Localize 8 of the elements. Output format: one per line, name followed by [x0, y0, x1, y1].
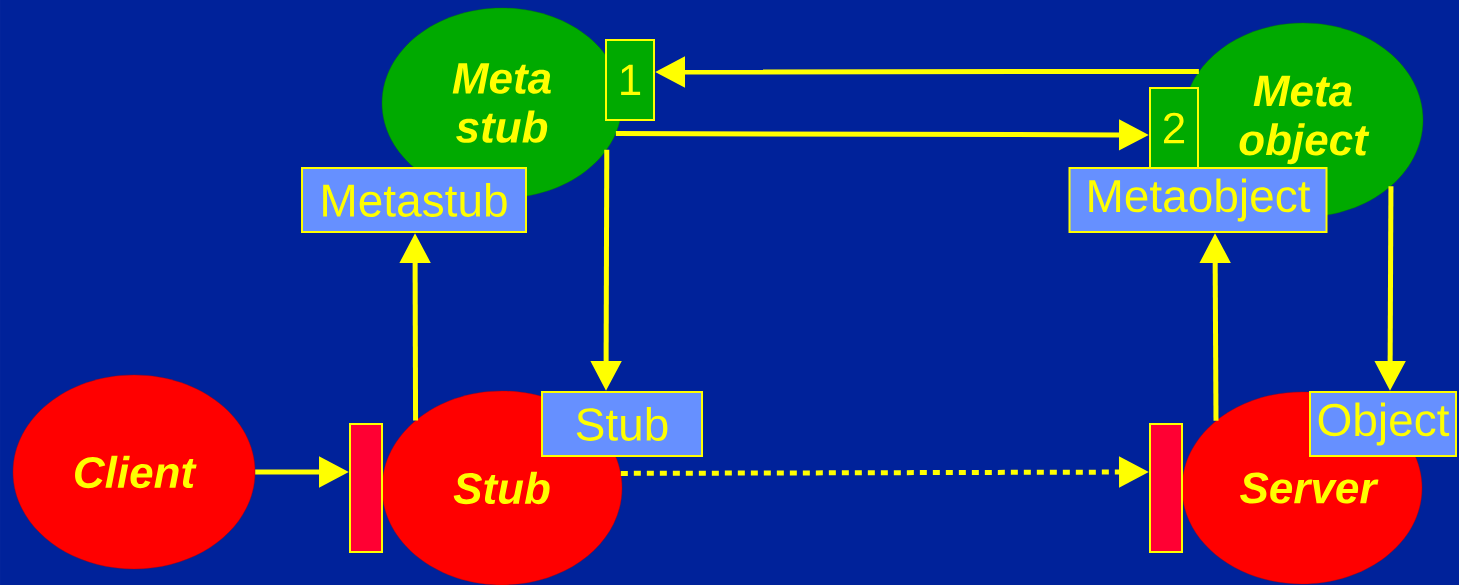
interface-bar: [1149, 423, 1183, 553]
number-box: 2: [1149, 87, 1199, 169]
interface-bar: [349, 423, 383, 553]
label-box: Metaobject: [1068, 167, 1328, 233]
label-box: Stub: [541, 391, 703, 457]
label-box: Object: [1309, 391, 1457, 457]
label-box: Metastub: [301, 167, 527, 233]
number-box: 1: [605, 39, 655, 121]
